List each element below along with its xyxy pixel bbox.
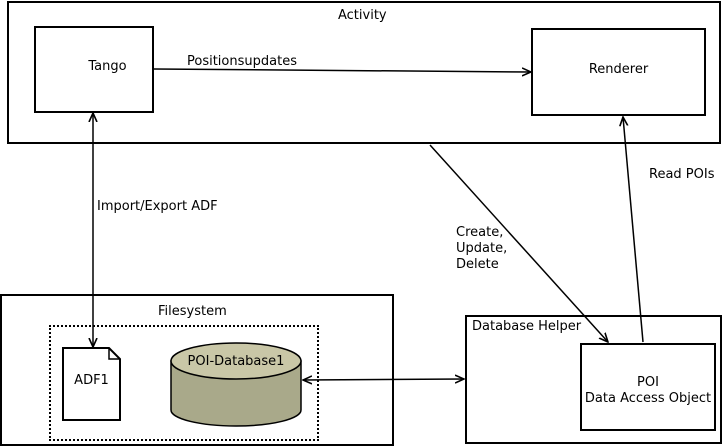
arrow-read-pois (623, 117, 644, 343)
dao-label-line1: POI (637, 375, 659, 390)
edge-label-import-export: Import/Export ADF (97, 199, 218, 214)
adf-label: ADF1 (74, 373, 109, 388)
activity-title: Activity (338, 8, 387, 23)
tango-label: Tango (88, 59, 127, 74)
dao-label-line2: Data Access Object (584, 391, 712, 406)
dao-box (580, 343, 716, 431)
edge-label-read-pois: Read POIs (649, 167, 715, 182)
tango-box (34, 26, 154, 113)
edge-label-create: Create, (456, 225, 504, 240)
edge-label-position-updates: Positionsupdates (187, 54, 297, 69)
database-helper-title: Database Helper (472, 319, 582, 334)
renderer-label: Renderer (588, 62, 649, 77)
edge-label-update: Update, (456, 241, 508, 256)
edge-label-delete: Delete (456, 257, 499, 272)
database-label: POI-Database1 (187, 354, 285, 369)
filesystem-title: Filesystem (158, 304, 227, 319)
